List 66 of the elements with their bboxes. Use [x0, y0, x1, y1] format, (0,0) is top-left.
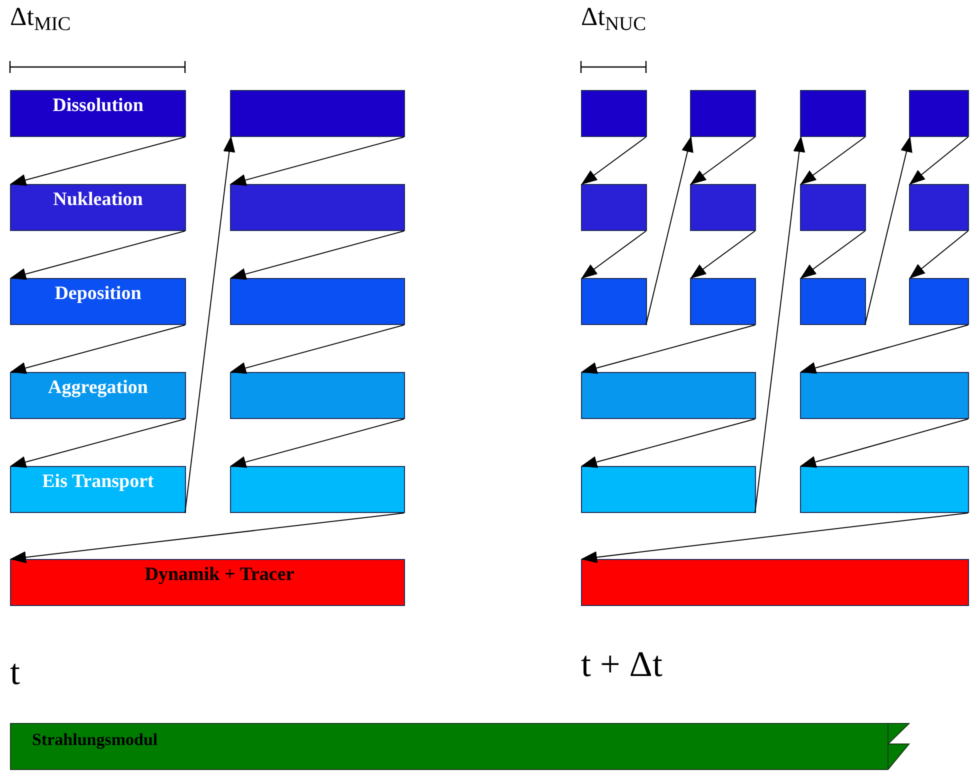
arrow [184, 136, 236, 514]
process-box [10, 278, 186, 325]
module-label: Strahlungsmodul [32, 729, 158, 750]
process-box [800, 466, 969, 513]
arrow [230, 136, 404, 186]
arrow [581, 512, 968, 564]
arrow [230, 418, 404, 468]
process-box [690, 90, 756, 137]
arrow [10, 324, 186, 374]
arrow [800, 418, 968, 468]
arrow [690, 230, 756, 279]
arrow [230, 324, 404, 374]
arrow [581, 230, 646, 279]
process-box [800, 90, 866, 137]
arrow [800, 136, 866, 185]
process-label: Dynamik + Tracer [144, 563, 294, 587]
arrow [646, 136, 694, 326]
process-box [909, 278, 969, 325]
arrow [690, 136, 756, 185]
process-box [230, 372, 405, 419]
process-box [10, 90, 186, 137]
process-box [581, 372, 756, 419]
arrow [581, 136, 646, 185]
dynamics-box [10, 559, 405, 606]
time-step-label: Δt$_{MIC}$ [10, 4, 71, 30]
process-box [230, 278, 405, 325]
arrow [10, 512, 404, 564]
process-box [800, 372, 969, 419]
process-box [230, 184, 405, 231]
process-label: Deposition [54, 282, 142, 306]
process-box [581, 90, 647, 137]
process-box [690, 278, 756, 325]
process-label: Nukleation [53, 188, 143, 212]
arrow [864, 136, 912, 326]
process-label: Aggregation [48, 376, 148, 400]
process-box [690, 184, 756, 231]
time-step-label: Δt$_{NUC}$ [581, 4, 646, 30]
arrow [909, 136, 968, 185]
process-box [800, 184, 866, 231]
process-label: Eis Transport [42, 470, 154, 494]
process-box [230, 466, 405, 513]
arrow [10, 418, 186, 468]
process-box [10, 372, 186, 419]
dynamics-box [581, 559, 969, 606]
process-box [10, 184, 186, 231]
module-bar [10, 723, 910, 770]
process-box [230, 90, 405, 137]
arrow [10, 230, 186, 280]
arrow [754, 136, 806, 514]
process-box [581, 184, 647, 231]
arrow [230, 230, 404, 280]
arrow [581, 418, 756, 468]
arrow [10, 136, 186, 186]
process-label: Dissolution [52, 94, 144, 118]
process-box [909, 184, 969, 231]
process-box [10, 466, 186, 513]
process-box [581, 278, 647, 325]
arrow [909, 230, 968, 279]
time-label: t + Δt [581, 646, 662, 682]
process-box [800, 278, 866, 325]
arrow [800, 324, 968, 374]
process-box [581, 466, 756, 513]
arrow [800, 230, 866, 279]
arrow [581, 324, 756, 374]
time-label: t [10, 654, 20, 690]
process-box [909, 90, 969, 137]
